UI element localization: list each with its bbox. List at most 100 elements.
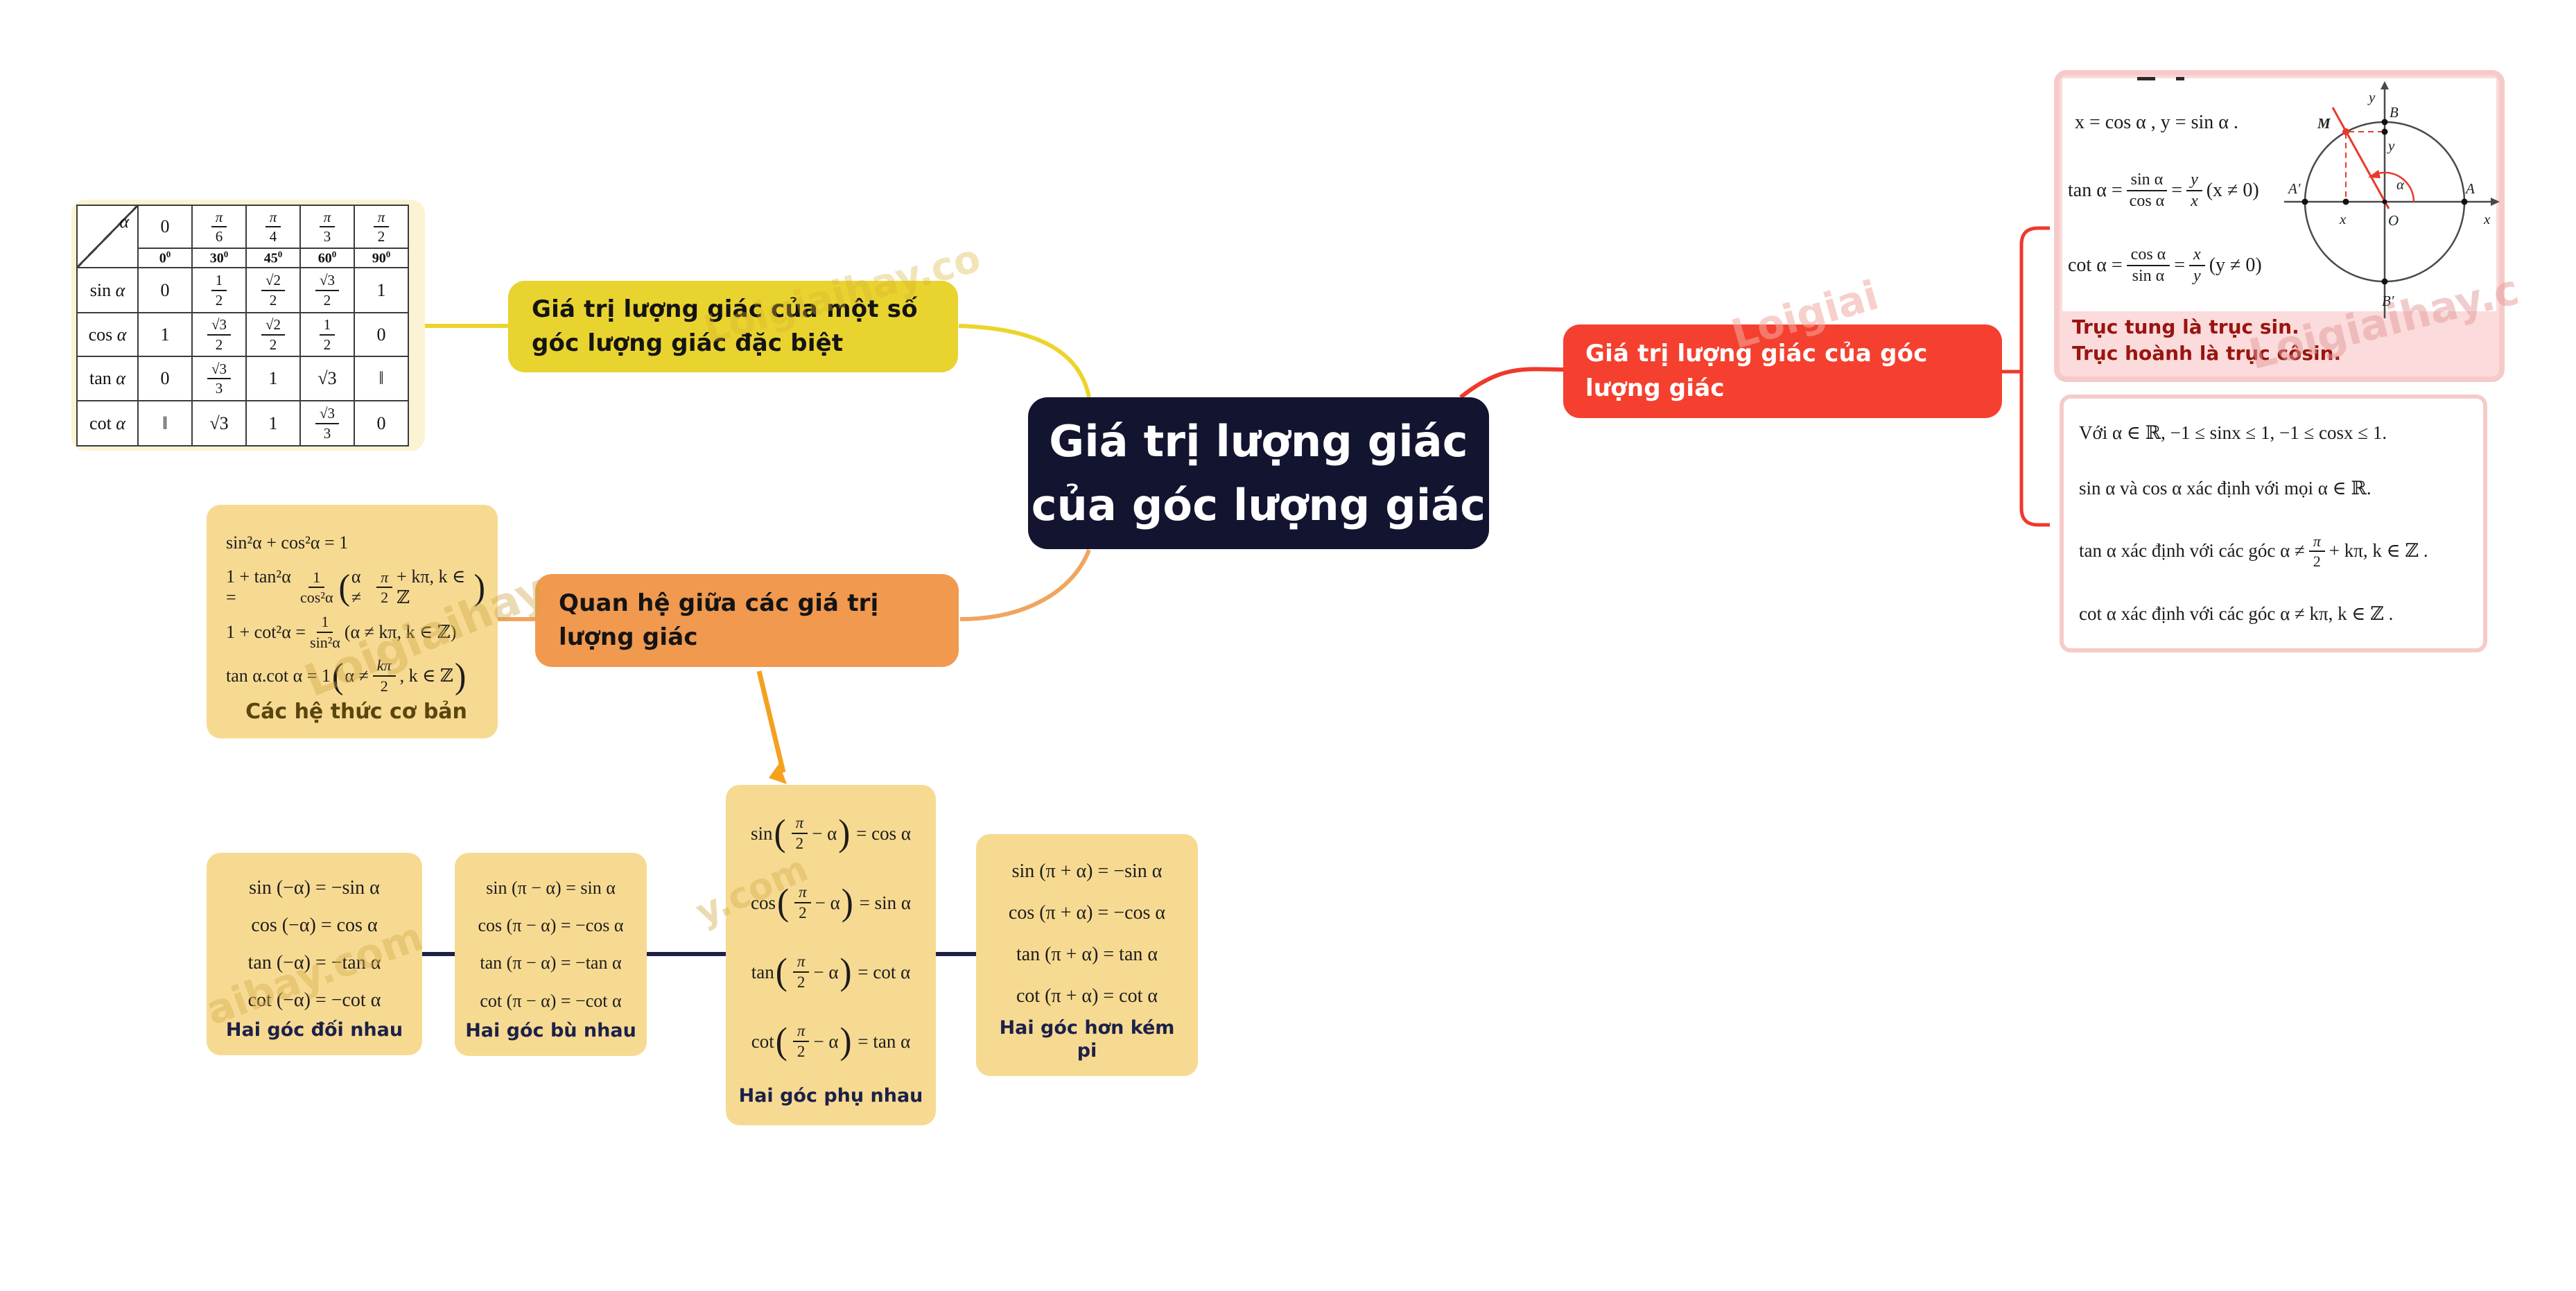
row-label-tan: tan α — [76, 356, 139, 401]
opposite-angles-card: sin (−α) = −sin α cos (−α) = cos α tan (… — [207, 853, 422, 1055]
domain-statement: cot α xác định với các góc α ≠ kπ, k ∈ ℤ… — [2079, 603, 2394, 624]
pi-shift-angles-card: sin (π + α) = −sin α cos (π + α) = −cos … — [976, 834, 1198, 1076]
branch-label: Quan hệ giữa các giá trị lượng giác — [559, 589, 879, 651]
card-caption: Hai góc phụ nhau — [738, 1084, 923, 1107]
domain-card: Với α ∈ ℝ, −1 ≤ sinx ≤ 1, −1 ≤ cosx ≤ 1.… — [2060, 395, 2487, 652]
formula-line: cot (π + α) = cot α — [1016, 985, 1158, 1007]
formula-line: sin (π + α) = −sin α — [1011, 860, 1163, 883]
label-y-proj: y — [2387, 137, 2395, 154]
table-cell: 00 — [137, 248, 193, 268]
row-label-cot: cot α — [76, 400, 139, 447]
table-cell: ‖ — [354, 356, 409, 401]
root-title-line1: Giá trị lượng giác — [1049, 415, 1468, 467]
table-cell: 1 — [137, 312, 193, 357]
label-A-prime: A′ — [2287, 180, 2301, 197]
branch-label: Giá trị lượng giác của một số góc lượng … — [532, 295, 918, 357]
arrowhead-down-icon — [769, 763, 787, 784]
point-O — [2382, 199, 2387, 205]
point-B — [2381, 119, 2388, 125]
table-corner-cell: α — [76, 205, 139, 268]
caption-line2: pi — [1077, 1039, 1097, 1062]
table-cell: 0 — [137, 267, 193, 313]
formula-line: sin (π − α) = sin α — [486, 878, 616, 899]
bracket-definition-children — [2019, 226, 2050, 527]
branch-special-angles: Giá trị lượng giác của một số góc lượng … — [508, 281, 958, 372]
row-label-sin: sin α — [76, 267, 139, 313]
note-cos-axis: Trục hoành là trục côsin. — [2072, 342, 2342, 365]
table-cell: 0 — [354, 312, 409, 357]
card-caption: Hai góc hơn kém pi — [1000, 1017, 1175, 1062]
connector-root-definition — [1459, 367, 1564, 399]
point-M — [2342, 128, 2349, 135]
formula-line: cos (−α) = cos α — [251, 914, 378, 936]
identity-formula: sin²α + cos²α = 1 — [226, 532, 349, 553]
unit-circle-panel — [2062, 78, 2496, 311]
connector-special-root — [958, 324, 1091, 398]
table-cell: 0 — [354, 400, 409, 447]
formula-line: tan (π + α) = tan α — [1016, 944, 1158, 966]
table-cell: 0 — [137, 205, 193, 249]
note-sin-axis: Trục tung là trục sin. — [2072, 315, 2299, 339]
root-node: Giá trị lượng giác của góc lượng giác — [1028, 397, 1489, 549]
cropped-fragment — [2137, 77, 2155, 80]
point-A — [2461, 198, 2468, 205]
y-axis-arrow-icon — [2381, 81, 2389, 89]
circle-formula: x = cos α , y = sin α . — [2075, 112, 2238, 133]
label-A: A — [2464, 180, 2475, 197]
alpha-arc-arrow-icon — [2368, 170, 2381, 178]
formula-line: sin (−α) = −sin α — [249, 876, 380, 899]
x-axis-arrow-icon — [2491, 198, 2500, 206]
formula-line: cot (π − α) = −cot α — [480, 990, 622, 1011]
row-label-cos: cos α — [76, 312, 139, 357]
branch-definition: Giá trị lượng giác của góc lượng giác — [1563, 324, 2002, 418]
label-alpha: α — [2396, 176, 2405, 193]
card-caption: Các hệ thức cơ bản — [245, 700, 467, 724]
label-x-foot: x — [2339, 211, 2347, 227]
point-A-prime — [2301, 198, 2308, 205]
domain-statement: Với α ∈ ℝ, −1 ≤ sinx ≤ 1, −1 ≤ cosx ≤ 1. — [2079, 422, 2387, 444]
formula-line: cos (π + α) = −cos α — [1008, 902, 1166, 924]
alpha-symbol: α — [119, 211, 129, 232]
root-title-line2: của góc lượng giác — [1031, 479, 1486, 530]
table-cell: 1 — [245, 400, 301, 447]
caption-line1: Hai góc hơn kém — [999, 1017, 1175, 1039]
radius-line-OM — [2331, 107, 2390, 209]
branch-label: Giá trị lượng giác của góc lượng giác — [1585, 340, 1928, 402]
formula-line: cot (−α) = −cot α — [247, 989, 381, 1011]
unit-circle-figure: y B y M A′ A x O x B′ α — [2284, 81, 2500, 318]
label-y-axis: y — [2367, 89, 2376, 105]
label-O: O — [2388, 212, 2399, 229]
formula-line: cos (π − α) = −cos α — [478, 915, 624, 936]
table-cell: 900 — [354, 248, 409, 268]
formula-line: tan (−α) = −tan α — [247, 951, 381, 973]
table-cell: 600 — [299, 248, 355, 268]
axis-notes: Trục tung là trục sin. Trục hoành là trụ… — [2072, 314, 2341, 367]
label-B: B — [2390, 104, 2399, 121]
connector-relations-complement — [756, 670, 786, 773]
table-cell: 1 — [354, 267, 409, 313]
